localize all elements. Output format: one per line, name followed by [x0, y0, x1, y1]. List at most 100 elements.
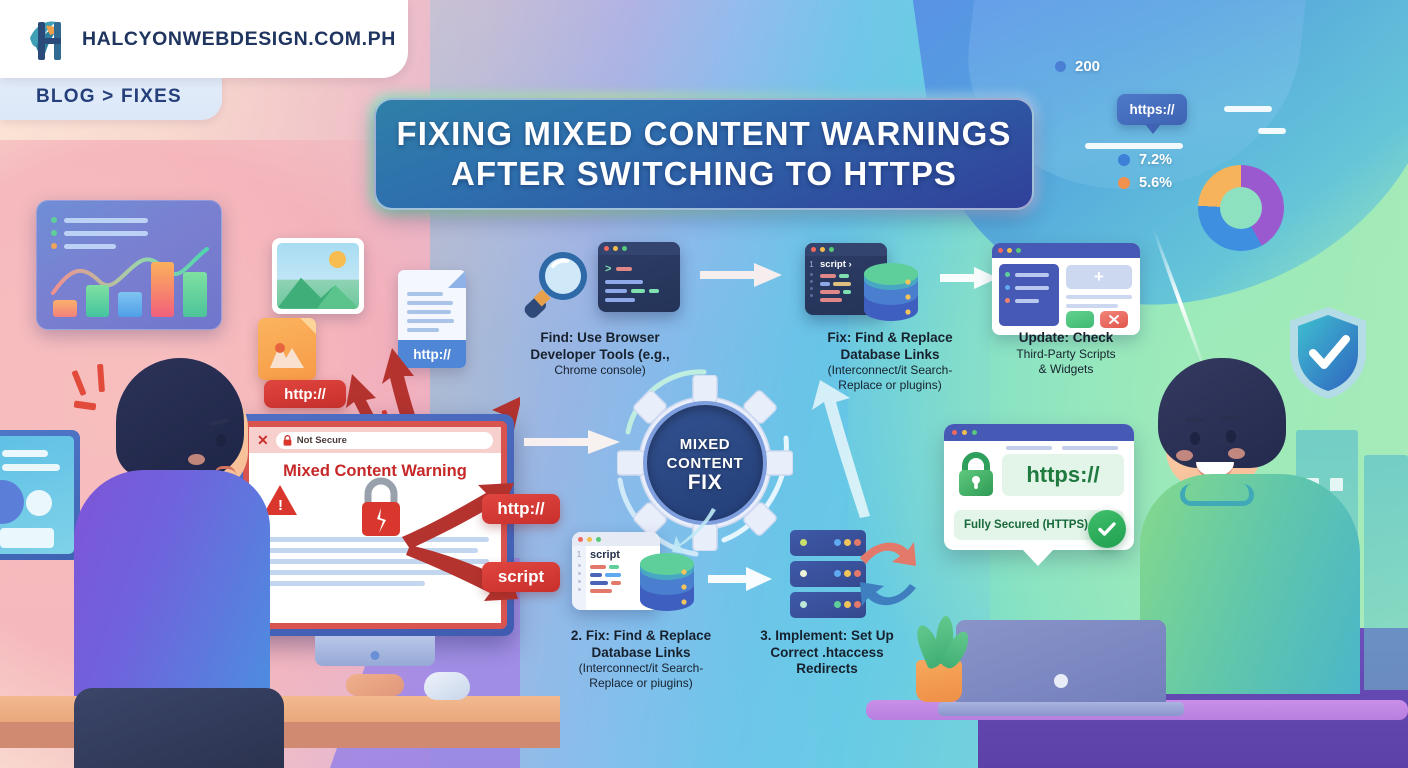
legend-bullet-icon — [51, 217, 57, 223]
document-line — [407, 292, 443, 296]
code-line — [631, 289, 645, 293]
server-led — [844, 539, 851, 546]
step-2-title-1: 2. Fix: Find & Replace — [570, 628, 712, 643]
step-2-caption: 2. Fix: Find & Replace Database Links (I… — [546, 628, 736, 691]
panel-cancel-button[interactable] — [1100, 311, 1128, 328]
document-line — [407, 301, 453, 305]
step-find-title-2: Developer Tools (e.g., — [530, 346, 670, 362]
body-line — [261, 570, 467, 575]
browser-url-bar[interactable]: ✕ Not Secure — [249, 427, 501, 453]
step-fix-title-2: Database Links — [840, 346, 940, 362]
gutter-dot — [810, 273, 813, 276]
green-lock-icon — [959, 452, 993, 496]
frustrated-person — [28, 358, 270, 700]
metric-count-value: 200 — [1075, 58, 1101, 75]
flow-arrow-right — [708, 567, 772, 591]
chart-bar — [85, 284, 110, 317]
http-badge-warning: http:// — [482, 494, 560, 524]
side-monitor-screen — [0, 436, 74, 554]
close-x-icon[interactable]: ✕ — [257, 431, 269, 448]
step-update-title-2: Third-Party Scripts — [1016, 346, 1116, 361]
step-2-sub-1: (Interconnect/it Search- — [578, 661, 704, 675]
step-fix-caption: Fix: Find & Replace Database Links (Inte… — [800, 330, 980, 393]
https-tooltip-label: https:// — [1129, 102, 1175, 117]
step-3-caption: 3. Implement: Set Up Correct .htaccess R… — [742, 628, 912, 678]
flow-arrow-up — [812, 380, 870, 518]
script-badge-warning: script — [482, 562, 560, 592]
chart-bar — [118, 292, 142, 317]
metric-bullet-icon — [1118, 177, 1130, 189]
window-dot-maximize — [596, 536, 601, 542]
editor-code-area: script › — [818, 256, 887, 315]
terminal-code-lines: > — [598, 255, 680, 310]
frustration-mark — [71, 369, 87, 397]
person-eye — [1190, 432, 1200, 445]
metric-bullet-icon — [1055, 61, 1066, 72]
brand-name: HALCYONWEBDESIGN.COM.PH — [82, 27, 396, 50]
server-led — [834, 570, 841, 577]
terminal-title-bar — [598, 242, 680, 255]
step-find-title-1: Find: Use Browser — [540, 330, 660, 345]
person-hand — [346, 674, 404, 696]
side-monitor — [0, 430, 80, 560]
image-thumbnail — [277, 243, 359, 309]
page-title-line-2: AFTER SWITCHING TO HTTPS — [450, 155, 958, 192]
person-eye — [216, 434, 226, 447]
decor-line — [1006, 446, 1052, 450]
url-field[interactable]: Not Secure — [275, 431, 493, 449]
document-http-badge: http:// — [398, 340, 466, 368]
panel-confirm-button[interactable] — [1066, 311, 1094, 328]
gutter-dot — [810, 280, 813, 283]
site-header: HALCYONWEBDESIGN.COM.PH — [0, 0, 408, 78]
server-led — [854, 570, 861, 577]
laptop — [956, 620, 1166, 706]
editor-code-area: script — [586, 546, 660, 610]
window-dot-minimize — [587, 536, 592, 542]
flow-arrow-right — [700, 263, 782, 287]
window-dot-minimize — [1007, 248, 1012, 253]
image-file-icon — [272, 238, 364, 314]
chart-bar — [53, 299, 77, 317]
metric-pct-a-value: 7.2% — [1139, 152, 1173, 168]
step-update-title-3: & Widgets — [1038, 361, 1094, 376]
page-title: FIXING MIXED CONTENT WARNINGS AFTER SWIT… — [369, 93, 1039, 215]
close-icon — [1109, 315, 1119, 324]
metric-bullet-icon — [1118, 154, 1130, 166]
url-status-text: Not Secure — [296, 434, 347, 446]
editor-title-bar — [805, 243, 887, 256]
warning-exclamation: ! — [278, 497, 283, 514]
magnifier-icon — [524, 252, 587, 318]
window-dot-maximize — [1016, 248, 1021, 253]
legend-bullet-icon — [51, 230, 57, 236]
step-fix-sub-2: Replace or plugins) — [838, 378, 942, 392]
chart-legend-item — [51, 243, 148, 249]
browser-title-bar — [944, 424, 1134, 441]
server-led — [844, 570, 851, 577]
metric-count: 200 — [1055, 58, 1100, 75]
server-unit — [790, 592, 866, 618]
window-dot-close — [604, 246, 609, 251]
server-led — [834, 539, 841, 546]
server-led — [800, 601, 807, 608]
terminal-prompt-icon: > — [605, 263, 612, 275]
happy-person — [1140, 358, 1380, 694]
frustration-mark — [73, 400, 97, 411]
breadcrumb[interactable]: BLOG > FIXES — [0, 74, 222, 120]
gear-label-line-3: FIX — [687, 470, 723, 494]
panel-title-bar — [992, 243, 1140, 258]
laptop-trackpad-dot — [1054, 674, 1068, 688]
computer-mouse — [424, 672, 470, 700]
gear-label-line-2: CONTENT — [666, 454, 744, 472]
add-widget-icon[interactable]: + — [1066, 265, 1132, 289]
shirt-collar — [1180, 484, 1254, 506]
window-dot-close — [998, 248, 1003, 253]
person-hair — [116, 358, 244, 478]
browser-warning-monitor: ✕ Not Secure Mixed Content Warning ! — [236, 414, 514, 666]
step-3-title-1: 3. Implement: Set Up — [760, 628, 894, 643]
chart-bar — [150, 262, 175, 317]
legend-placeholder-line — [64, 217, 148, 223]
frustration-mark — [97, 363, 105, 393]
plant-pot — [916, 660, 962, 702]
title-banner: FIXING MIXED CONTENT WARNINGS AFTER SWIT… — [374, 98, 1034, 210]
